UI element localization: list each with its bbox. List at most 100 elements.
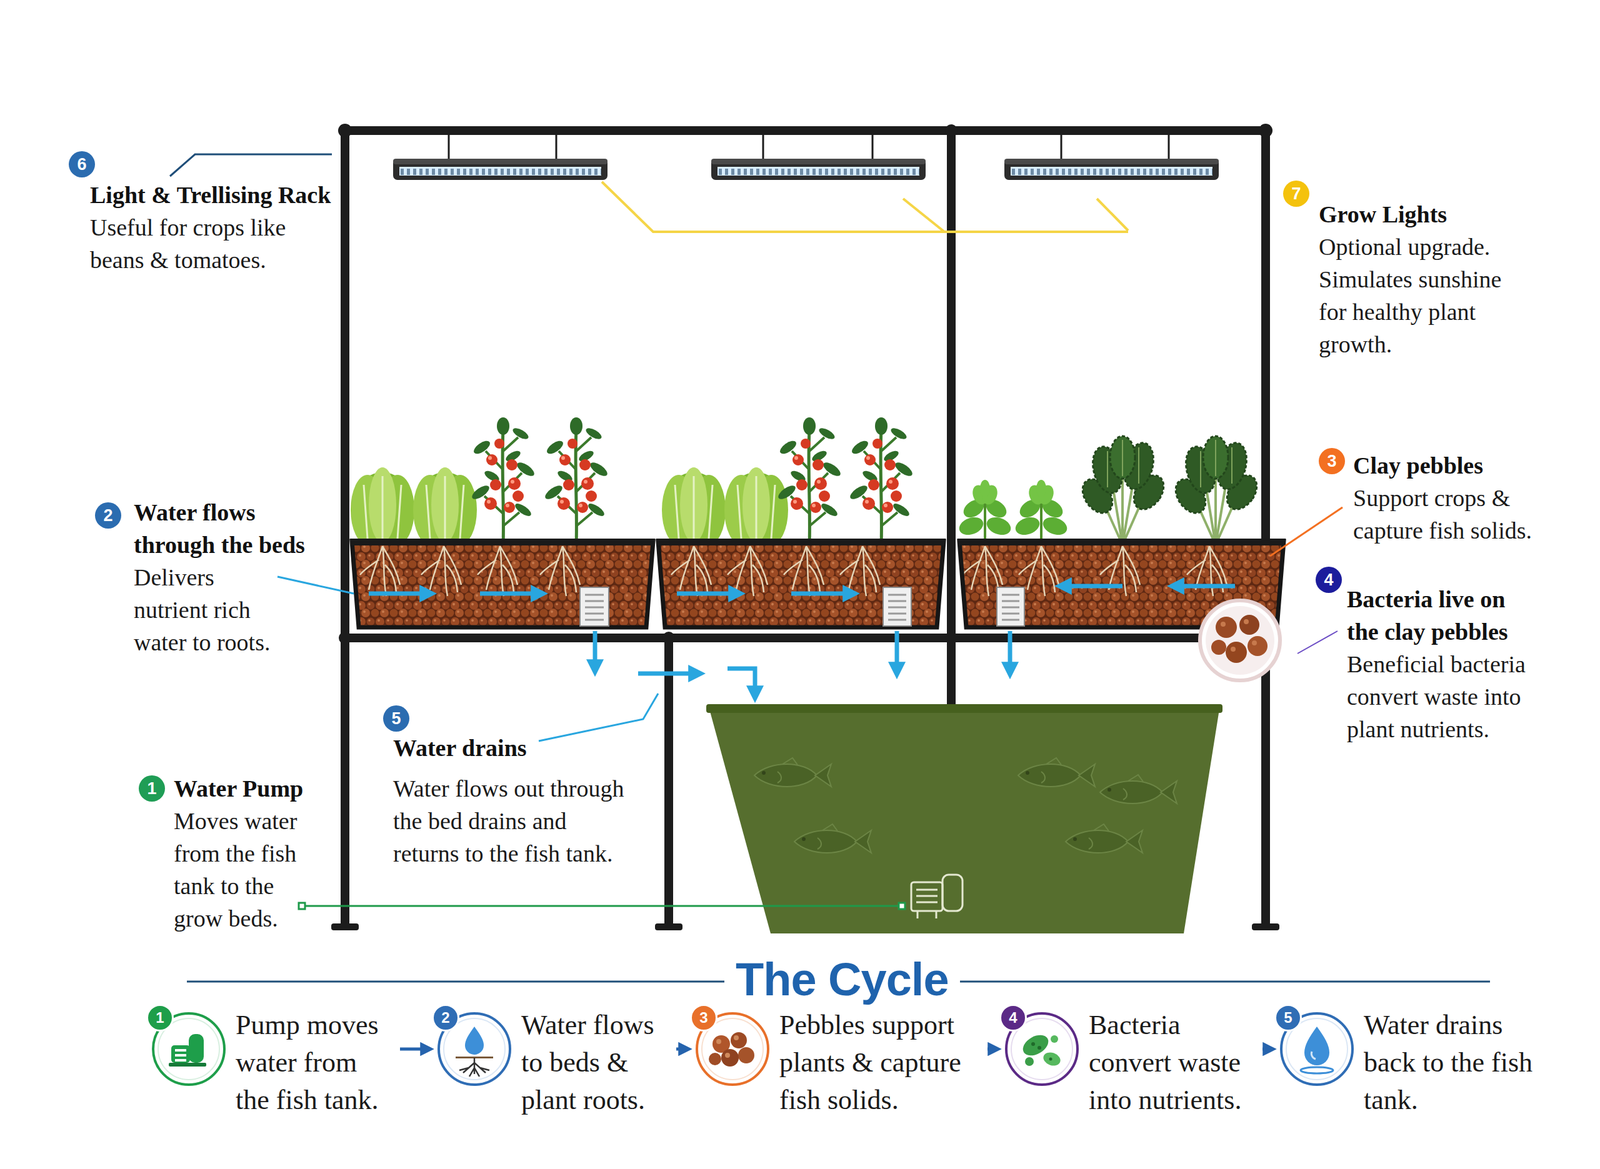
step-text-box: Bacteria convert waste into nutrients.: [1088, 1006, 1257, 1120]
pump-icon: [168, 1063, 207, 1067]
fish-tank: [706, 704, 1223, 934]
grow-beds: [351, 541, 1284, 628]
fish-tank: [1065, 824, 1143, 854]
water-flow-arrows: [593, 631, 598, 670]
pump-icon: [175, 1059, 187, 1062]
callout-number: 6: [68, 151, 95, 178]
cycle-step: 1Pump moves water from the fish tank.: [153, 1006, 394, 1120]
plants: [350, 467, 415, 545]
callout-number: 4: [1315, 566, 1342, 594]
callout-number: 7: [1283, 180, 1310, 207]
bed-top-rims: [656, 538, 946, 546]
water-flow-arrows: [676, 591, 739, 597]
plants: [848, 417, 915, 545]
callout-text: Support crops & capture fish solids.: [1353, 481, 1547, 547]
plants: [724, 467, 789, 545]
water-flow-arrows: [1061, 584, 1123, 589]
roots: [727, 546, 768, 597]
fish-tank: [1018, 758, 1095, 787]
callout-text: Optional upgrade. Simulates sunshine for…: [1318, 230, 1519, 361]
callout-text: Useful for crops like beans & tomatoes.: [90, 211, 334, 277]
callout-number: 2: [95, 502, 122, 529]
leader-lines: [170, 154, 332, 177]
pebble-inset: [1230, 646, 1236, 652]
pebbles-icon: [716, 1039, 722, 1045]
callout-text: Delivers nutrient rich water to roots.: [133, 561, 284, 659]
roots: [783, 546, 824, 597]
step-number: 2: [431, 1004, 460, 1032]
bacteria-icon: [1049, 1058, 1053, 1062]
step-icon-slot: 2: [438, 1006, 510, 1092]
water-flow-arrows: [791, 591, 854, 597]
cycle-step: 4Bacteria convert waste into nutrients.: [1006, 1006, 1257, 1120]
step-text: Pump moves water from the fish tank.: [235, 1006, 394, 1120]
pebble-inset: [1200, 600, 1280, 681]
leader-lines: [1270, 507, 1343, 557]
rack: [338, 631, 352, 645]
callout: 1Water PumpMoves water from the fish tan…: [173, 772, 312, 935]
step-text-box: Water flows to beds & plant roots.: [521, 1006, 670, 1120]
pebbles-icon: [721, 1049, 739, 1067]
step-icon-slot: 3: [696, 1006, 769, 1092]
rack: [946, 130, 956, 709]
roots-icon: [459, 1058, 490, 1077]
step-text-box: Water drains back to the fish tank.: [1363, 1006, 1547, 1120]
grow-light: [393, 158, 608, 180]
callout: 6Light & Trellising RackUseful for crops…: [90, 178, 334, 277]
leader-lines: [538, 693, 659, 742]
bed-top-rims: [350, 538, 655, 546]
fish-tank: [706, 704, 1223, 714]
plants: [543, 417, 610, 545]
pebble-inset: [1225, 641, 1247, 664]
pebbles-icon: [725, 1053, 730, 1059]
drop-icon: [1311, 1051, 1316, 1060]
diagram-title: The Cycle: [724, 954, 960, 1005]
leader-lines: [1096, 198, 1129, 231]
roots: [360, 546, 1227, 597]
pebble-inset: [1200, 600, 1280, 681]
rack: [340, 125, 350, 927]
callout: 3Clay pebblesSupport crops & capture fis…: [1353, 449, 1547, 547]
pump-line: [298, 903, 905, 910]
bed-drains: [585, 595, 1020, 620]
plants: [956, 480, 1014, 545]
callout-heading: Water Pump: [173, 772, 312, 805]
step-number: 3: [690, 1004, 718, 1032]
leader-lines: [903, 198, 945, 232]
roots: [1100, 546, 1140, 597]
water-flow-arrows: [727, 668, 755, 697]
fish-tank: [754, 758, 832, 787]
callout-heading: Water flows through the beds: [133, 496, 322, 562]
callout-number: 3: [1318, 448, 1345, 475]
plants: [1013, 480, 1070, 545]
fish-tank: [1100, 775, 1177, 804]
callout-text: Water flows out through the bed drains a…: [393, 772, 634, 870]
rack: [338, 123, 352, 138]
plants: [661, 467, 726, 545]
pebbles-icon: [708, 1053, 722, 1066]
fish-tank: [794, 824, 872, 854]
roots: [1186, 546, 1227, 597]
grow-light: [1004, 158, 1219, 180]
callout-number: 5: [383, 705, 410, 732]
plants: [1076, 436, 1170, 545]
roots-icon: [465, 1026, 484, 1055]
pebble-inset: [1220, 621, 1226, 627]
step-number: 5: [1274, 1004, 1302, 1032]
step-icon-slot: 1: [153, 1006, 225, 1092]
pebble-inset: [1247, 636, 1268, 657]
callout-heading: Light & Trellising Rack: [90, 178, 334, 212]
callout: 2Water flows through the bedsDelivers nu…: [133, 496, 322, 659]
step-number: 4: [999, 1004, 1027, 1032]
pump-line: [305, 905, 899, 908]
light-hangers: [1060, 133, 1063, 160]
roots: [360, 546, 400, 597]
rack: [331, 923, 359, 931]
pump-line: [898, 903, 905, 910]
pump-icon: [175, 1054, 187, 1057]
callout-text: Moves water from the fish tank to the gr…: [173, 805, 312, 935]
rack: [340, 126, 1272, 135]
pump-icon: [188, 1034, 204, 1064]
